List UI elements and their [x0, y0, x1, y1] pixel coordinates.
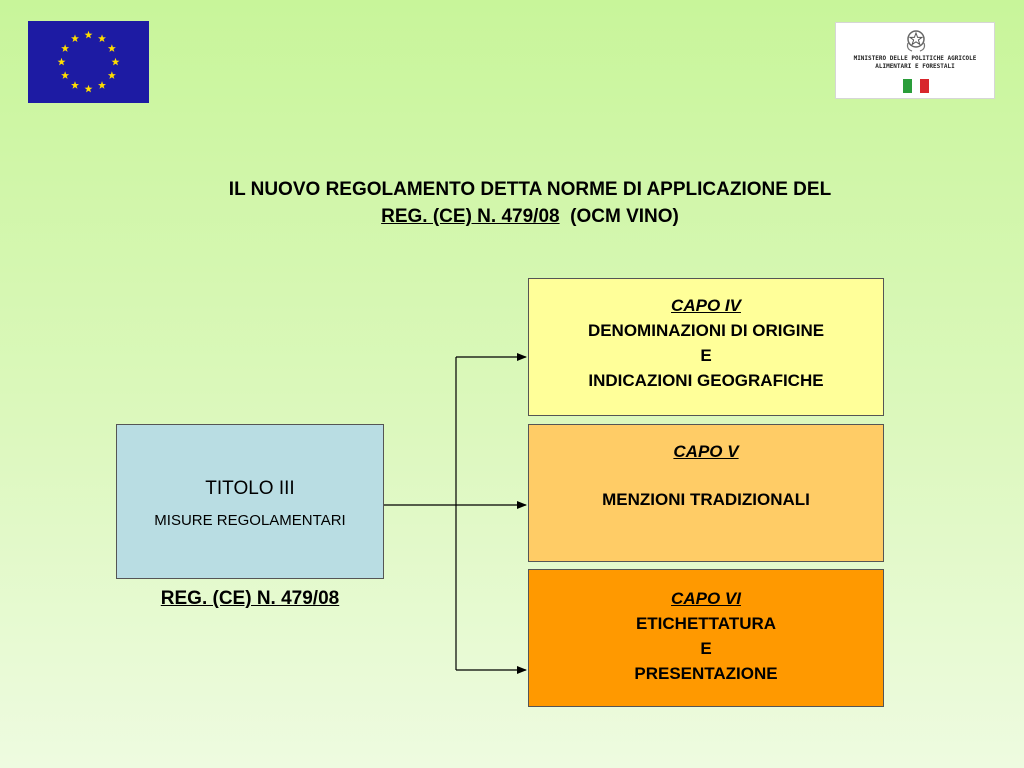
eu-star-icon: [84, 30, 93, 39]
eu-flag-logo: [28, 21, 149, 103]
eu-star-icon: [98, 81, 106, 89]
title-regulation-ref: REG. (CE) N. 479/08: [381, 206, 560, 227]
capo-iv-heading: CAPO IV: [671, 296, 741, 315]
title-line1: IL NUOVO REGOLAMENTO DETTA NORME DI APPL…: [228, 179, 832, 200]
capo-iv-line1: DENOMINAZIONI DI ORIGINE: [587, 321, 825, 340]
titolo-iii-box: TITOLO III MISURE REGOLAMENTARI: [116, 424, 384, 579]
eu-star-icon: [61, 44, 70, 52]
eu-stars-icon: [57, 30, 120, 93]
capo-vi-line3: PRESENTAZIONE: [634, 664, 778, 683]
ministry-name-line2: ALIMENTARI E FORESTALI: [875, 63, 955, 70]
eu-star-icon: [71, 34, 79, 43]
capo-iv-line3: INDICAZIONI GEOGRAFICHE: [588, 371, 824, 390]
capo-vi-heading: CAPO VI: [671, 589, 741, 608]
capo-vi-box: CAPO VI ETICHETTATURA E PRESENTAZIONE: [528, 569, 884, 707]
capo-v-heading: CAPO V: [673, 442, 739, 461]
eu-star-icon: [107, 44, 116, 52]
regulation-label: REG. (CE) N. 479/08: [160, 588, 340, 609]
ministry-logo: MINISTERO DELLE POLITICHE AGRICOLE ALIME…: [835, 22, 995, 99]
capo-vi-line2: E: [700, 639, 712, 658]
eu-star-icon: [61, 71, 70, 79]
italian-emblem-icon: [906, 30, 926, 52]
capo-iv-box: CAPO IV DENOMINAZIONI DI ORIGINE E INDIC…: [528, 278, 884, 416]
ministry-name-line1: MINISTERO DELLE POLITICHE AGRICOLE: [853, 55, 977, 62]
ministry-name: MINISTERO DELLE POLITICHE AGRICOLE ALIME…: [838, 55, 992, 71]
eu-star-icon: [98, 34, 106, 43]
eu-star-icon: [71, 81, 79, 89]
capo-iv-line2: E: [700, 346, 712, 365]
page-title: IL NUOVO REGOLAMENTO DETTA NORME DI APPL…: [80, 176, 980, 230]
capo-v-box: CAPO V MENZIONI TRADIZIONALI: [528, 424, 884, 562]
eu-star-icon: [111, 57, 120, 66]
title-ocm-vino: (OCM VINO): [570, 206, 679, 227]
eu-star-icon: [84, 84, 93, 93]
titolo-subheading: MISURE REGOLAMENTARI: [154, 512, 346, 529]
capo-v-line1: MENZIONI TRADIZIONALI: [602, 490, 810, 509]
titolo-heading: TITOLO III: [205, 478, 295, 499]
eu-star-icon: [107, 71, 116, 79]
italian-flag-icon: [903, 79, 930, 93]
capo-vi-line1: ETICHETTATURA: [635, 614, 777, 633]
eu-star-icon: [57, 57, 66, 66]
title-line2: REG. (CE) N. 479/08 (OCM VINO): [80, 203, 980, 230]
